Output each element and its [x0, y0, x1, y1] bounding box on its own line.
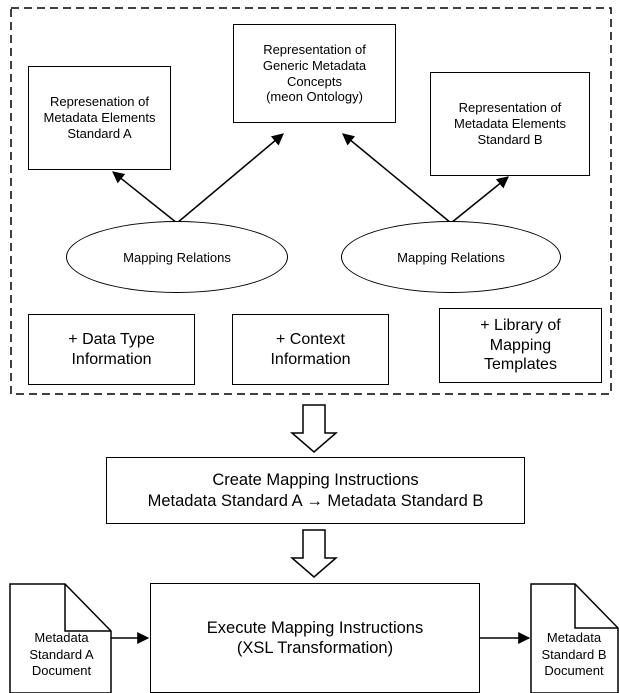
source-document-fold — [64, 584, 111, 632]
arrow-to-standard-b — [450, 176, 509, 224]
standard-b-elements-box: Representation of Metadata Elements Stan… — [430, 72, 590, 176]
mapping-relations-right: Mapping Relations — [341, 221, 561, 293]
generic-metadata-concepts-box: Representation of Generic Metadata Conce… — [233, 24, 396, 123]
execute-mapping-instructions-label: Execute Mapping Instructions (XSL Transf… — [206, 618, 424, 657]
mapping-relations-left-label: Mapping Relations — [123, 249, 231, 265]
standard-a-elements-label: Represenation of Metadata Elements Stand… — [43, 94, 156, 141]
block-arrow-down-1 — [289, 404, 339, 453]
generic-metadata-concepts-label: Representation of Generic Metadata Conce… — [262, 41, 367, 105]
create-mapping-instructions-label: Create Mapping Instructions Metadata Sta… — [147, 471, 484, 510]
arrow-to-generic-concepts-right — [342, 133, 452, 224]
mapping-templates-label: + Library of Mapping Templates — [480, 317, 561, 374]
data-type-information-label: + Data Type Information — [68, 330, 155, 368]
mapping-relations-right-label: Mapping Relations — [397, 249, 505, 265]
data-type-information-box: + Data Type Information — [28, 314, 195, 385]
create-mapping-instructions-box: Create Mapping Instructions Metadata Sta… — [106, 457, 525, 524]
mapping-templates-box: + Library of Mapping Templates — [439, 308, 602, 383]
target-document-fold — [574, 584, 618, 629]
source-document-shape — [9, 583, 112, 693]
standard-b-elements-label: Representation of Metadata Elements Stan… — [453, 100, 566, 147]
target-document-label-box: Metadata Standard B Document — [532, 620, 616, 690]
arrow-to-generic-concepts-left — [176, 133, 284, 224]
target-document-shape — [530, 583, 619, 693]
source-document-label: Metadata Standard A Document — [29, 629, 94, 679]
standard-a-elements-box: Represenation of Metadata Elements Stand… — [28, 66, 171, 170]
execute-mapping-instructions-box: Execute Mapping Instructions (XSL Transf… — [150, 583, 480, 693]
target-document-label: Metadata Standard B Document — [541, 629, 607, 679]
context-information-box: + Context Information — [232, 314, 389, 385]
dashed-boundary — [10, 7, 612, 395]
mapping-relations-left: Mapping Relations — [66, 221, 288, 293]
arrow-to-standard-a — [112, 171, 178, 224]
context-information-label: + Context Information — [270, 330, 351, 368]
block-arrow-down-2 — [289, 529, 339, 578]
source-document-label-box: Metadata Standard A Document — [14, 620, 109, 690]
